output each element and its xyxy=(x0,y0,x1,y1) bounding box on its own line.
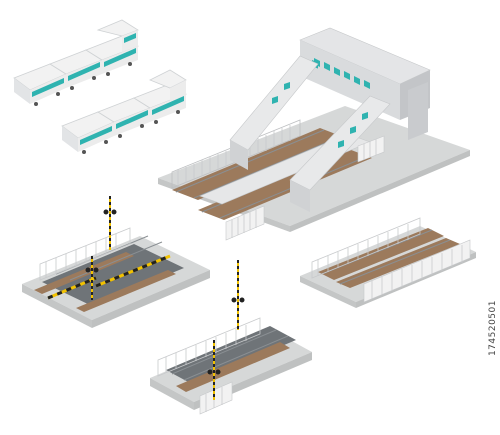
stock-id-label: 174520501 xyxy=(488,300,498,357)
train-car xyxy=(13,63,67,106)
crossing-signal xyxy=(85,196,117,300)
train-lower xyxy=(61,69,187,154)
train-car xyxy=(149,69,187,102)
train-car xyxy=(97,97,151,138)
station-gate-fence xyxy=(225,135,385,241)
train-car xyxy=(61,111,115,154)
train-car xyxy=(96,19,139,52)
crossing-left xyxy=(22,196,210,328)
train-car xyxy=(49,49,103,90)
crossing-barrier xyxy=(47,254,171,300)
station-building xyxy=(229,27,431,212)
crossing-bottom xyxy=(150,260,312,415)
crossing-signal xyxy=(207,260,245,400)
train-upper xyxy=(13,19,139,106)
track-section-right xyxy=(300,217,476,308)
